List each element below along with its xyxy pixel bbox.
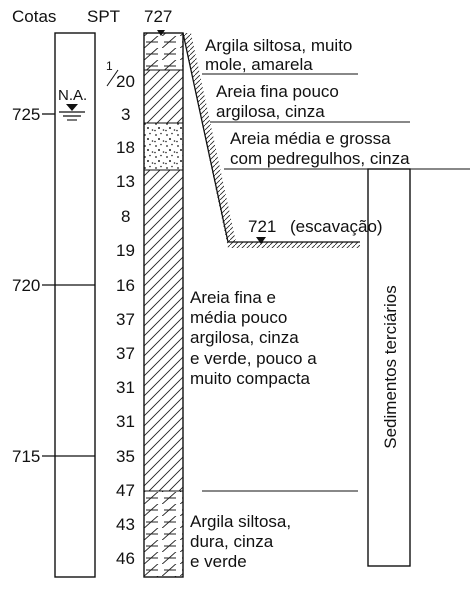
spt-value: 19 [116, 241, 135, 260]
boring-log-column [143, 32, 184, 578]
spt-column: 1 20 3 18 13 8 19 16 37 37 31 31 35 47 4… [106, 59, 135, 568]
description-line: média pouco [190, 308, 287, 327]
layer-description-clay-1: Argila siltosa, muito mole, amarela [205, 36, 352, 74]
excavation-marker-icon [256, 237, 266, 244]
layer-sand-3 [143, 169, 184, 492]
spt-value: 8 [121, 207, 130, 226]
spt-header: SPT [87, 7, 120, 26]
spt-value: 20 [116, 72, 135, 91]
excavation-slope: 721 (escavação) [182, 32, 383, 248]
water-level-label: N.A. [58, 87, 87, 104]
layer-description-sand-3: Areia fina e média pouco argilosa, cinza… [190, 288, 317, 388]
layer-sand-2 [143, 122, 184, 171]
spt-value: 37 [116, 344, 135, 363]
layer-clay-2 [143, 490, 184, 578]
description-line: Areia fina pouco [216, 82, 339, 101]
elevation-bar [54, 32, 96, 578]
description-line: Areia média e grossa [230, 129, 391, 148]
elevation-header: Cotas [12, 7, 56, 26]
description-line: argilosa, cinza [216, 102, 325, 121]
spt-value: 16 [116, 276, 135, 295]
description-line: argilosa, cinza [190, 328, 299, 347]
water-level-marker: N.A. [58, 87, 87, 121]
spt-value: 31 [116, 412, 135, 431]
spt-value: 43 [116, 515, 135, 534]
formation-label: Sedimentos terciários [381, 285, 400, 448]
spt-value: 13 [116, 172, 135, 191]
spt-value: 46 [116, 549, 135, 568]
formation-box [367, 168, 411, 567]
layer-description-clay-2: Argila siltosa, dura, cinza e verde [190, 512, 291, 571]
description-line: Areia fina e [190, 288, 276, 307]
spt-value: 37 [116, 310, 135, 329]
layer-sand-1 [143, 69, 184, 124]
description-line: Argila siltosa, [190, 512, 291, 531]
spt-first-value: 1 [106, 59, 119, 87]
spt-value: 31 [116, 378, 135, 397]
description-line: mole, amarela [205, 55, 313, 74]
water-level-triangle-icon [66, 104, 78, 111]
description-line: e verde, pouco a [190, 349, 317, 368]
description-line: muito compacta [190, 369, 311, 388]
layer-clay-1 [143, 32, 184, 71]
excavation-elevation: 721 [248, 217, 276, 236]
spt-value: 47 [116, 481, 135, 500]
description-line: e verde [190, 552, 247, 571]
layer-description-sand-2: Areia média e grossa com pedregulhos, ci… [230, 129, 410, 168]
spt-value: 35 [116, 447, 135, 466]
elevation-tick-label: 715 [12, 447, 40, 466]
description-line: Argila siltosa, muito [205, 36, 352, 55]
spt-value: 3 [121, 105, 130, 124]
elevation-tick-label: 725 [12, 105, 40, 124]
description-line: com pedregulhos, cinza [230, 149, 410, 168]
spt-fraction-numerator: 1 [106, 59, 113, 73]
spt-value: 18 [116, 138, 135, 157]
excavation-label: (escavação) [290, 217, 383, 236]
elevation-tick-label: 720 [12, 276, 40, 295]
description-line: dura, cinza [190, 532, 274, 551]
layer-description-sand-1: Areia fina pouco argilosa, cinza [216, 82, 339, 121]
elevation-axis: 725 720 715 [12, 105, 95, 466]
top-elevation-label: 727 [144, 7, 172, 26]
